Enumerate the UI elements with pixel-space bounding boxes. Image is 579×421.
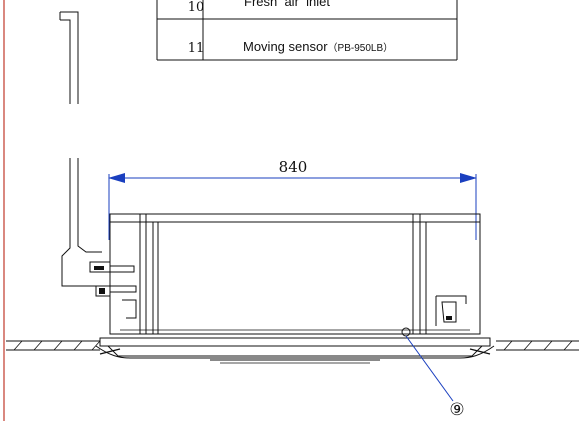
callout-label: ⑨ — [449, 400, 464, 420]
drain-pipe-upper — [59, 11, 79, 104]
ceiling-line — [6, 340, 579, 351]
dimension-arrow-right — [460, 173, 477, 183]
table-row-description: Moving sensor（PB-950LB） — [243, 39, 393, 54]
pipe-fittings — [89, 261, 137, 319]
moving-sensor-label: Moving sensor — [243, 39, 328, 54]
dimension-arrow-left — [108, 173, 125, 183]
table-row-number: 10 — [188, 0, 205, 15]
dimension-840: 840 — [108, 158, 477, 240]
dimension-value: 840 — [279, 158, 308, 176]
moving-sensor-icon — [401, 327, 411, 337]
table-row-description: Fresh air inlet — [244, 0, 330, 9]
decoration-panel — [95, 337, 495, 364]
indoor-unit-body — [109, 213, 481, 335]
table-row-number: 11 — [188, 41, 205, 56]
control-bracket — [435, 295, 467, 326]
parts-table: 10 Fresh air inlet 11 Moving sensor（PB-9… — [156, 0, 458, 61]
drain-pipe-lower — [61, 158, 102, 287]
callout-leader-line — [405, 335, 454, 402]
moving-sensor-model: （PB-950LB） — [328, 42, 394, 54]
